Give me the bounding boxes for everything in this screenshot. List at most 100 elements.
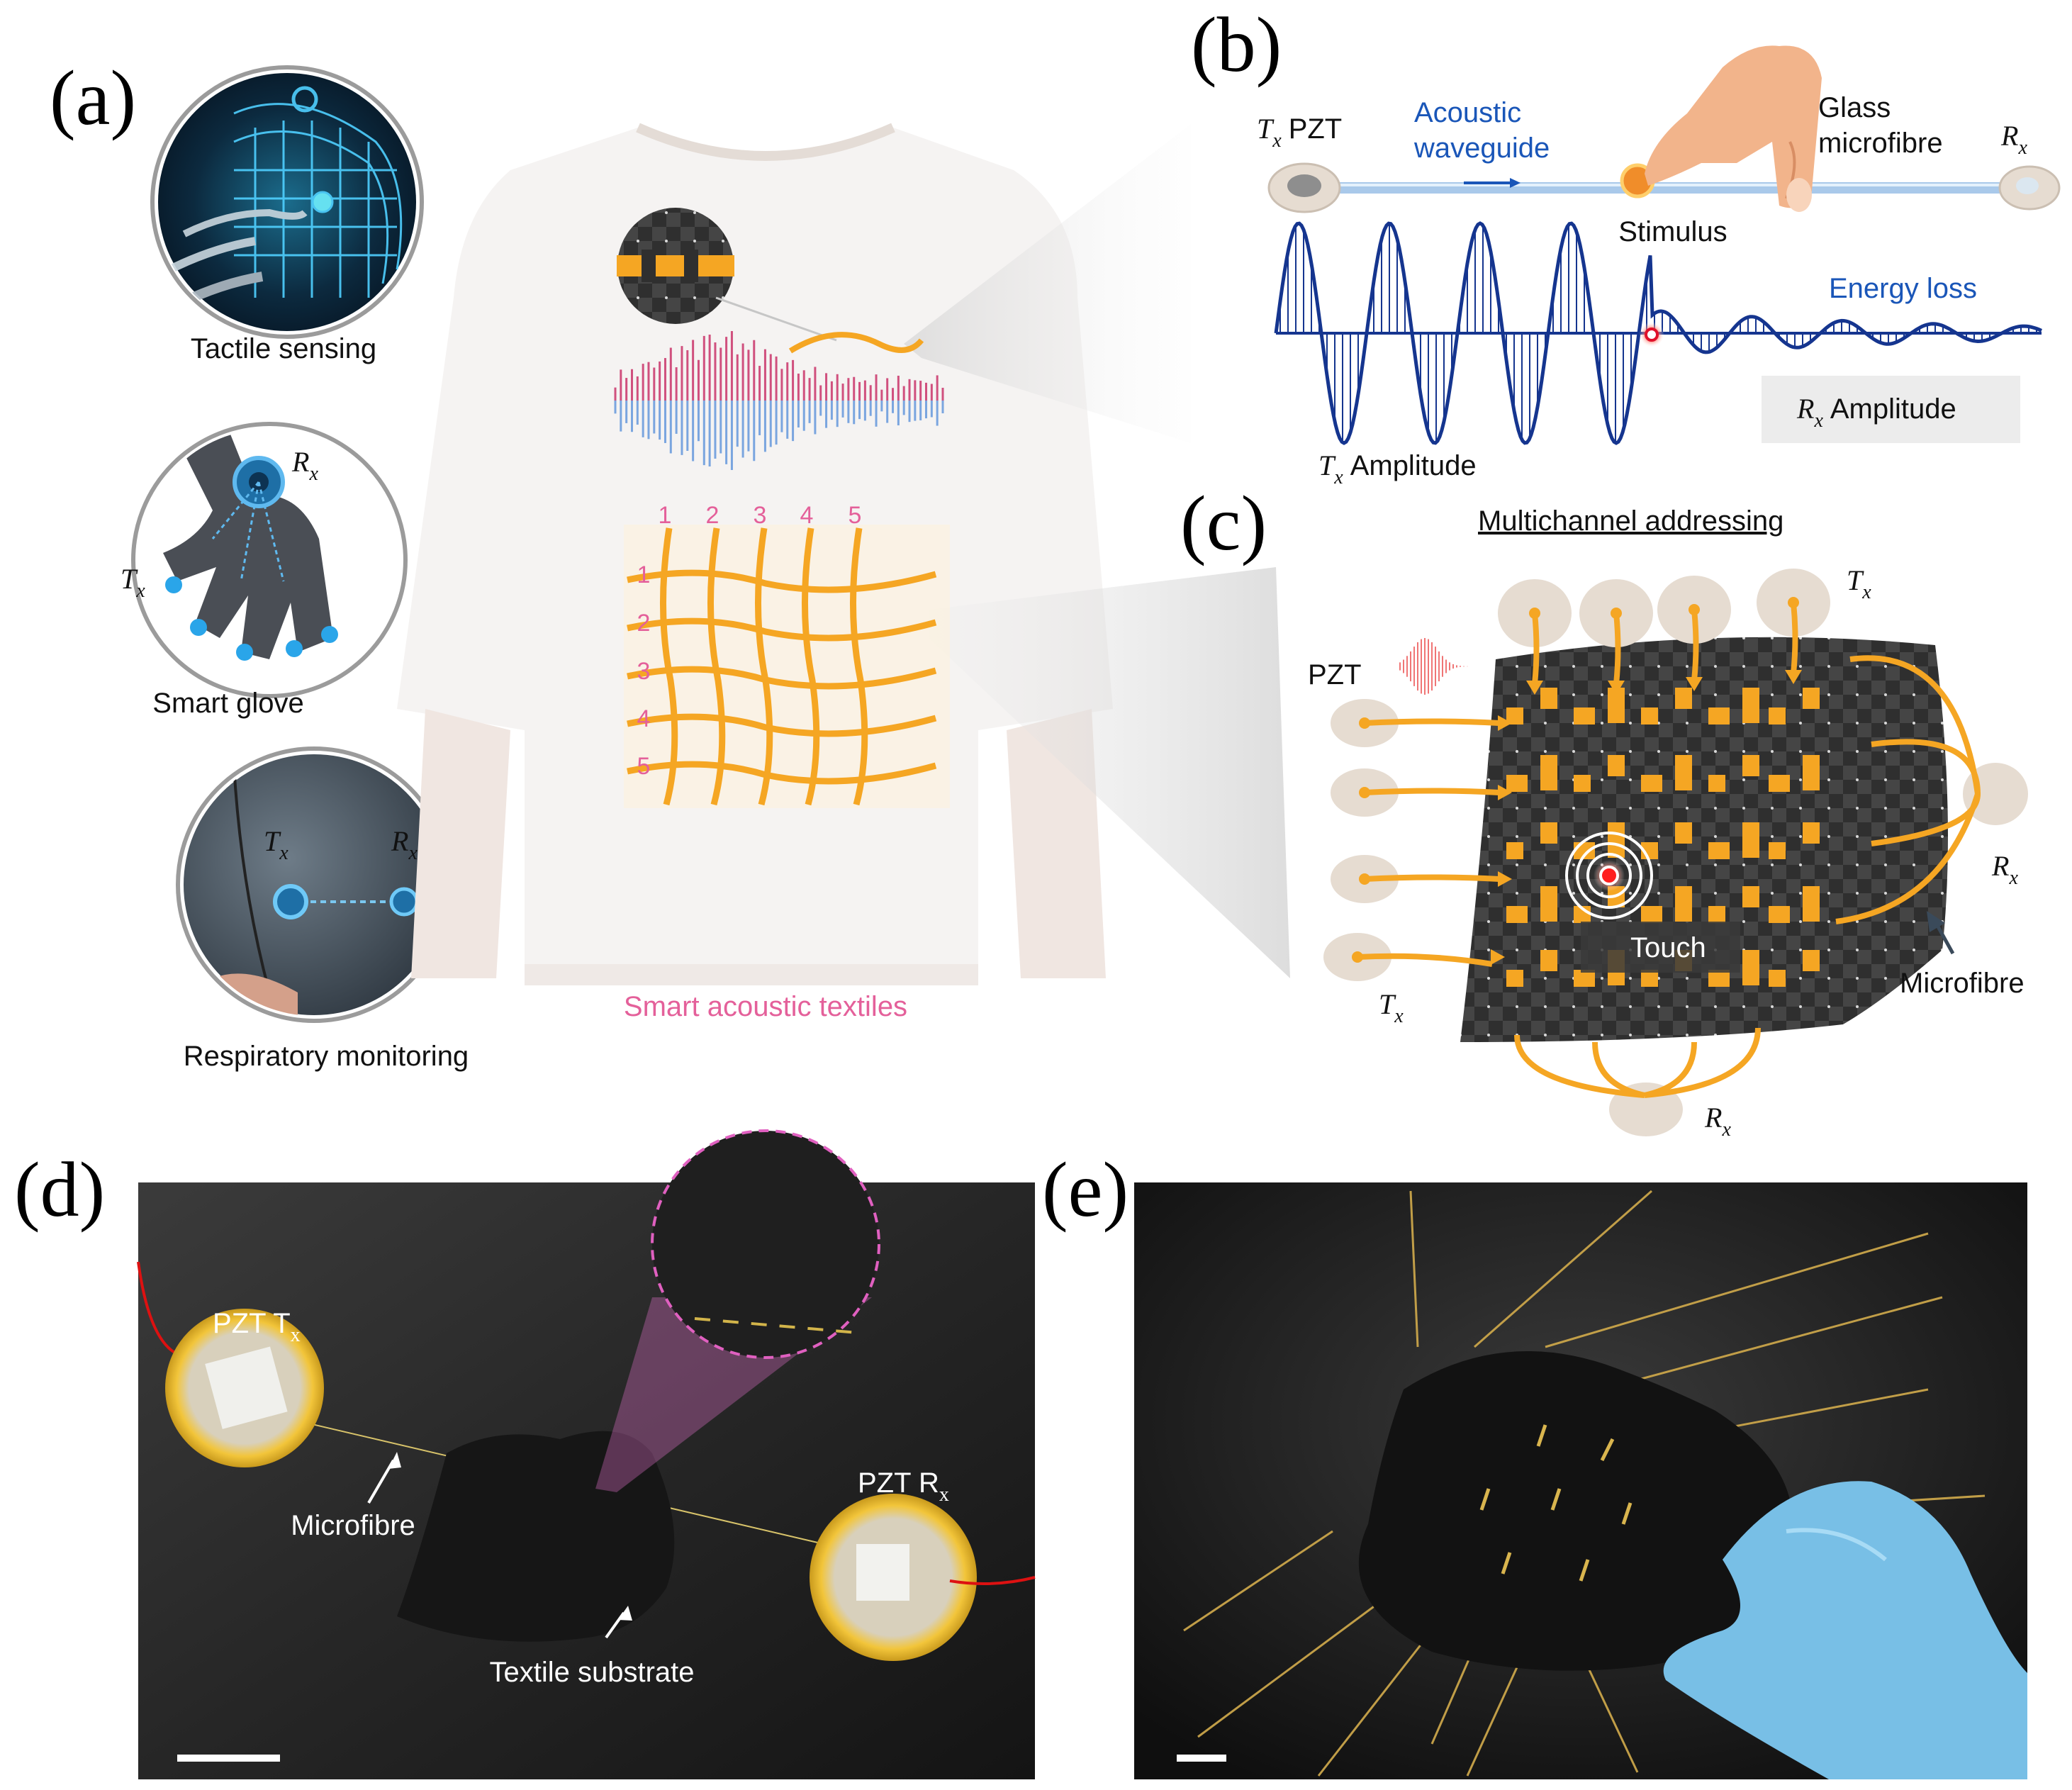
fabric-fibre-v xyxy=(1608,822,1625,858)
pzt-lead-right xyxy=(1835,793,1981,924)
grid-row-3: 3 xyxy=(637,658,651,685)
pzt-lead-dot xyxy=(1359,717,1370,729)
pzt-lead-bottom xyxy=(1644,1027,1761,1098)
pzt-lead-arrow xyxy=(1491,949,1505,965)
grid-col-2: 2 xyxy=(706,502,719,529)
fabric-fibre-v xyxy=(1540,886,1557,922)
pzt-lead-arrow xyxy=(1498,871,1512,887)
fabric-fibre-v xyxy=(1540,688,1557,709)
textile-substrate-label: Textile substrate xyxy=(489,1657,694,1688)
microfibre-label-d: Microfibre xyxy=(291,1510,415,1541)
pzt-signal-icon xyxy=(1399,638,1468,695)
fabric-fibre-h xyxy=(1769,775,1790,792)
touch-label: Touch xyxy=(1630,932,1706,963)
pzt-lead-dot xyxy=(1689,604,1700,615)
pzt-lead-arrow xyxy=(1785,670,1802,684)
pzt-lead-dot xyxy=(1788,597,1799,608)
grid-col-1: 1 xyxy=(659,502,672,529)
microfibre-arrowhead xyxy=(1927,911,1945,932)
fabric-fibre-h xyxy=(1506,906,1528,923)
pzt-lead-dot xyxy=(1352,951,1363,963)
grid-col-fibre xyxy=(801,527,820,806)
tx-label-c-top: Tx xyxy=(1847,564,1871,603)
zoom-beam-c xyxy=(929,567,1290,978)
pzt-lead-arrow xyxy=(1498,785,1512,800)
fabric-fibre-h xyxy=(1574,707,1595,725)
panel-label-e: (e) xyxy=(1042,1146,1129,1233)
pzt-lead-top xyxy=(1532,612,1540,685)
stimulus-label: Stimulus xyxy=(1618,216,1727,247)
fabric-fibre-v xyxy=(1742,755,1759,776)
fabric-fibre-v xyxy=(1675,886,1692,922)
fabric-fibre-h xyxy=(1506,970,1523,987)
grid-row-5: 5 xyxy=(637,753,651,780)
glove-tx-label: Tx xyxy=(121,563,145,602)
touch-indicator xyxy=(1565,832,1740,973)
grid-col-3: 3 xyxy=(754,502,767,529)
fabric-fibre-h xyxy=(1708,906,1725,923)
pzt-lead-bottom xyxy=(1592,1041,1645,1098)
pzt-lead-left xyxy=(1357,953,1493,967)
waveguide-diagram xyxy=(1267,162,2061,213)
grid-col-4: 4 xyxy=(800,502,814,529)
pzt-disc-right xyxy=(1963,763,2028,825)
fabric-fibre-h xyxy=(1506,842,1523,859)
fabric-patch xyxy=(1460,637,1948,1042)
grid-col-fibre xyxy=(659,527,678,806)
fabric-fibre-v xyxy=(1803,886,1820,922)
grid-col-5: 5 xyxy=(849,502,862,529)
pzt-lead-dot xyxy=(1359,873,1370,885)
fabric-fibre-h xyxy=(1708,775,1725,792)
pzt-lead-top xyxy=(1791,602,1798,674)
pzt-array xyxy=(1323,569,2028,1136)
fabric-fibre-v xyxy=(1608,755,1625,776)
grid-col-fibre xyxy=(707,527,726,806)
fabric-fibre-h xyxy=(1708,842,1730,859)
grid-col-fibre xyxy=(849,527,868,806)
rx-label-c-bottom: Rx xyxy=(1704,1102,1731,1141)
panel-label-c: (c) xyxy=(1180,480,1267,566)
shirt-caption: Smart acoustic textiles xyxy=(624,991,907,1022)
grid-row-1: 1 xyxy=(637,561,651,588)
pzt-lead-arrow xyxy=(1498,715,1512,731)
smart-glove-caption: Smart glove xyxy=(152,688,303,719)
fabric-fibre-v xyxy=(1742,822,1759,858)
photo-d xyxy=(137,1129,1036,1779)
zoom-beam-b xyxy=(904,124,1191,443)
grid-row-labels: 1 2 3 4 5 xyxy=(637,561,651,780)
rx-label-b: Rx xyxy=(2000,120,2027,159)
finger-icon xyxy=(1645,45,1822,212)
acoustic-waveguide-line2: waveguide xyxy=(1413,133,1550,164)
fabric-fibre-v xyxy=(1540,755,1557,790)
weave-inset xyxy=(617,208,837,342)
fabric-fibre-h xyxy=(1769,842,1786,859)
tx-label-c-left: Tx xyxy=(1379,988,1404,1027)
fabric-fibre-v xyxy=(1675,755,1692,790)
glass-microfibre-line2: microfibre xyxy=(1818,128,1943,159)
pzt-lead-right xyxy=(1849,655,1981,795)
shirt-microfibre-grid xyxy=(624,525,950,808)
pzt-lead-dot xyxy=(1359,787,1370,798)
acoustic-signal-bars xyxy=(614,330,944,471)
pzt-lead-arrow xyxy=(1686,677,1703,691)
pzt-lead-right xyxy=(1871,739,1981,795)
grid-row-4: 4 xyxy=(637,705,651,732)
pzt-rx-label-d: PZT Rx xyxy=(858,1467,949,1506)
fabric-fibre-h xyxy=(1506,775,1528,792)
fabric-fibre-v xyxy=(1742,950,1759,985)
respiratory-monitoring-illustration xyxy=(176,746,452,1023)
pzt-lead-top xyxy=(1691,609,1699,681)
grid-row-fibre xyxy=(627,617,937,642)
rx-amplitude-box xyxy=(1762,376,2020,443)
fabric-fibre-v xyxy=(1803,755,1820,790)
tactile-sensing-illustration xyxy=(150,65,424,339)
resp-tx-label: Tx xyxy=(264,825,289,864)
grid-column-labels: 1 2 3 4 5 xyxy=(659,502,862,529)
grid-col-fibre xyxy=(754,527,773,806)
fabric-fibre-v xyxy=(1803,822,1820,844)
fabric-fibre-v xyxy=(1803,688,1820,709)
